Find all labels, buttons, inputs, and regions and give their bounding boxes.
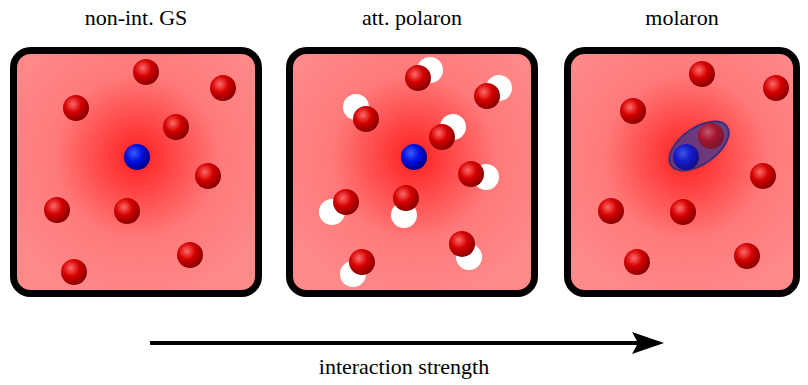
panel-title: att. polaron bbox=[286, 3, 538, 33]
panel-title: molaron bbox=[564, 3, 800, 33]
axis-label: interaction strength bbox=[0, 352, 808, 382]
panel-box: att. polaron bbox=[286, 0, 538, 297]
panel-box: non-int. GS bbox=[10, 0, 262, 297]
panel-box: molaron bbox=[564, 0, 800, 297]
panel-title: non-int. GS bbox=[10, 3, 262, 33]
